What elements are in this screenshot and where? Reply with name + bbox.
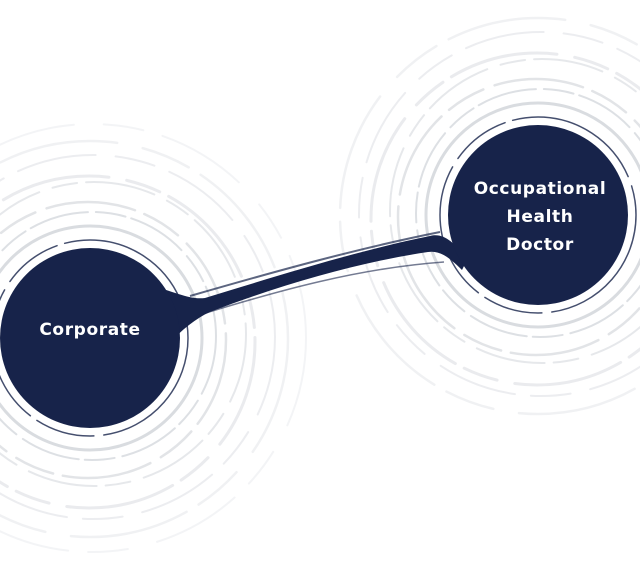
ring (0, 174, 257, 510)
node-corporate-disc (0, 248, 180, 428)
connector (150, 231, 468, 344)
ring (0, 211, 217, 461)
node-label-corporate: Corporate (20, 316, 160, 344)
ring (0, 181, 247, 487)
ring (0, 154, 276, 520)
node-label-line: Health (506, 207, 574, 227)
ring (0, 139, 290, 539)
connector-stroke (195, 261, 445, 317)
node-ohd-disc (448, 125, 628, 305)
node-label-occupational-health-doctor: Occupational Health Doctor (458, 175, 622, 259)
node-label-line: Corporate (39, 320, 141, 340)
connector-stroke (189, 231, 441, 297)
ring (369, 51, 640, 387)
halo-rings (0, 116, 637, 437)
node-label-line: Occupational (473, 179, 607, 199)
connector-band (150, 235, 468, 344)
ring (389, 58, 640, 364)
ring (424, 101, 640, 329)
ring (0, 224, 204, 452)
halo-ohd (439, 116, 637, 314)
ring-group-ohd (338, 16, 640, 416)
ring (415, 88, 640, 338)
ring (0, 200, 228, 480)
halo-corporate (0, 239, 189, 437)
ring-group-corporate (0, 123, 307, 553)
ring (358, 31, 640, 397)
ring (396, 77, 640, 357)
node-label-line: Doctor (506, 235, 574, 255)
ring (0, 123, 307, 553)
ring (338, 16, 640, 416)
